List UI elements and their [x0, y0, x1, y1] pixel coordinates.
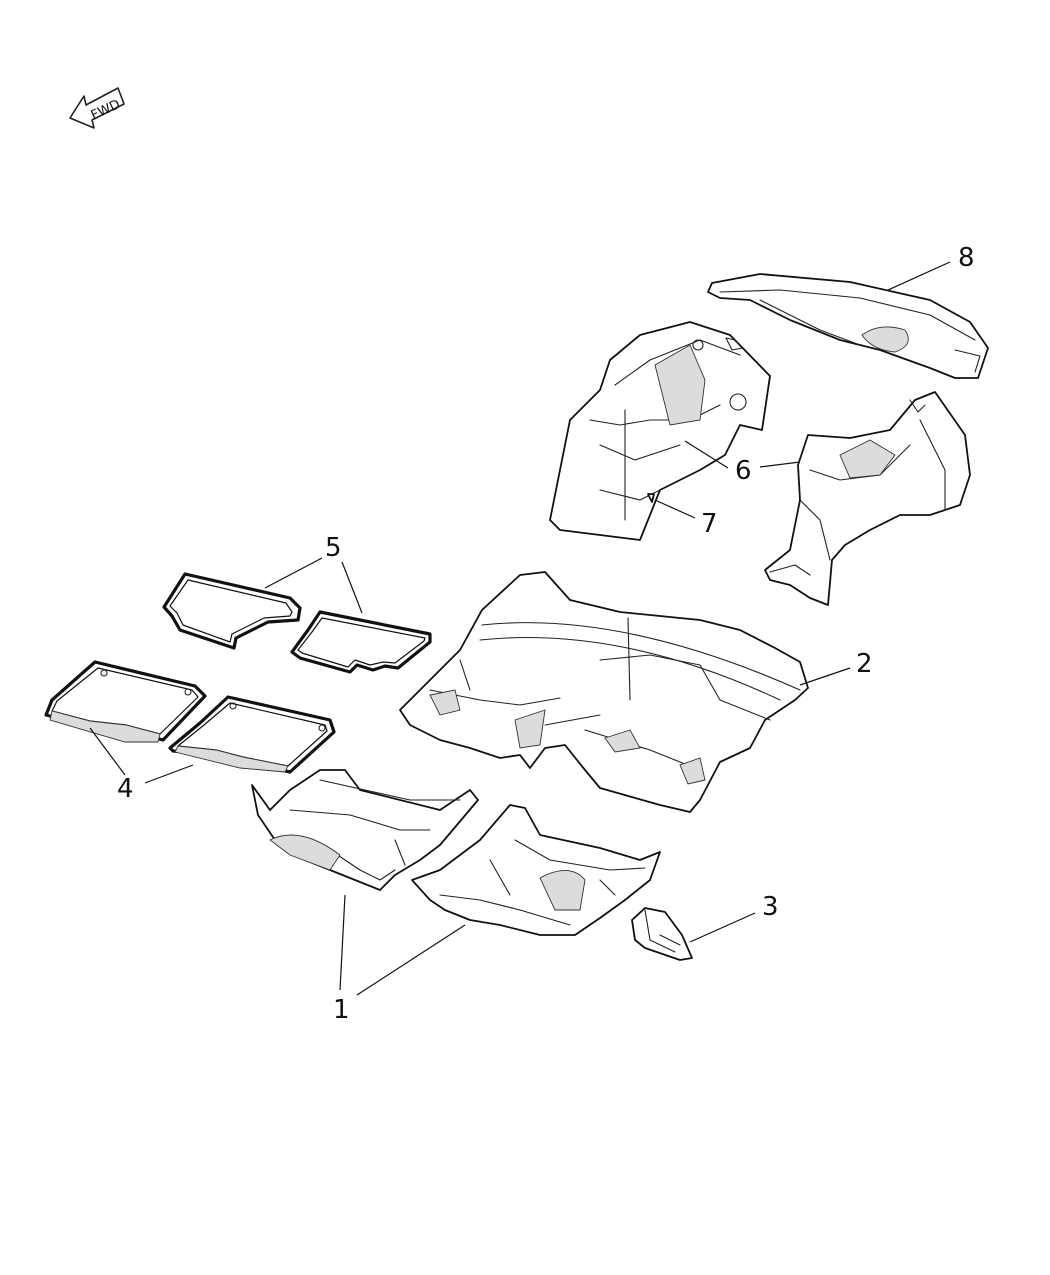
- leader-4a: [89, 727, 126, 776]
- callout-5: 5: [325, 533, 342, 563]
- trunk-side-trim-left[interactable]: [549, 321, 771, 541]
- rear-shelf-trim[interactable]: [707, 273, 989, 379]
- front-floor-carpet-left[interactable]: [251, 769, 479, 891]
- leader-2: [799, 667, 851, 686]
- push-pin[interactable]: [647, 493, 655, 503]
- callout-3: 3: [762, 892, 779, 922]
- callout-labels: 1 2 3 4 5 6 7 8: [117, 243, 975, 1025]
- forward-arrow-icon: FWD: [69, 87, 125, 129]
- callout-6: 6: [735, 456, 752, 486]
- trunk-side-trim-right[interactable]: [764, 391, 971, 606]
- leader-3: [689, 912, 756, 943]
- leader-6b: [759, 461, 801, 468]
- leader-8: [887, 261, 951, 291]
- callout-1: 1: [333, 995, 350, 1025]
- leader-1a: [339, 894, 346, 991]
- leader-5b: [341, 561, 363, 614]
- rear-floor-carpet[interactable]: [399, 571, 809, 813]
- front-floor-carpet-right[interactable]: [411, 804, 661, 936]
- rear-floor-mat-right[interactable]: [290, 610, 432, 674]
- front-floor-mat-left[interactable]: [44, 660, 207, 743]
- front-floor-mat-right[interactable]: [168, 695, 336, 774]
- callout-4: 4: [117, 774, 134, 804]
- leader-5a: [264, 557, 323, 589]
- leader-1b: [356, 924, 466, 996]
- carpet-bracket[interactable]: [631, 907, 693, 961]
- callout-7: 7: [701, 509, 718, 539]
- leader-6a: [684, 440, 729, 469]
- callout-2: 2: [856, 649, 873, 679]
- callout-8: 8: [958, 243, 975, 273]
- rear-floor-mat-left[interactable]: [162, 572, 302, 650]
- leader-7: [654, 499, 696, 519]
- leader-4b: [144, 764, 194, 784]
- leader-lines: [89, 261, 951, 996]
